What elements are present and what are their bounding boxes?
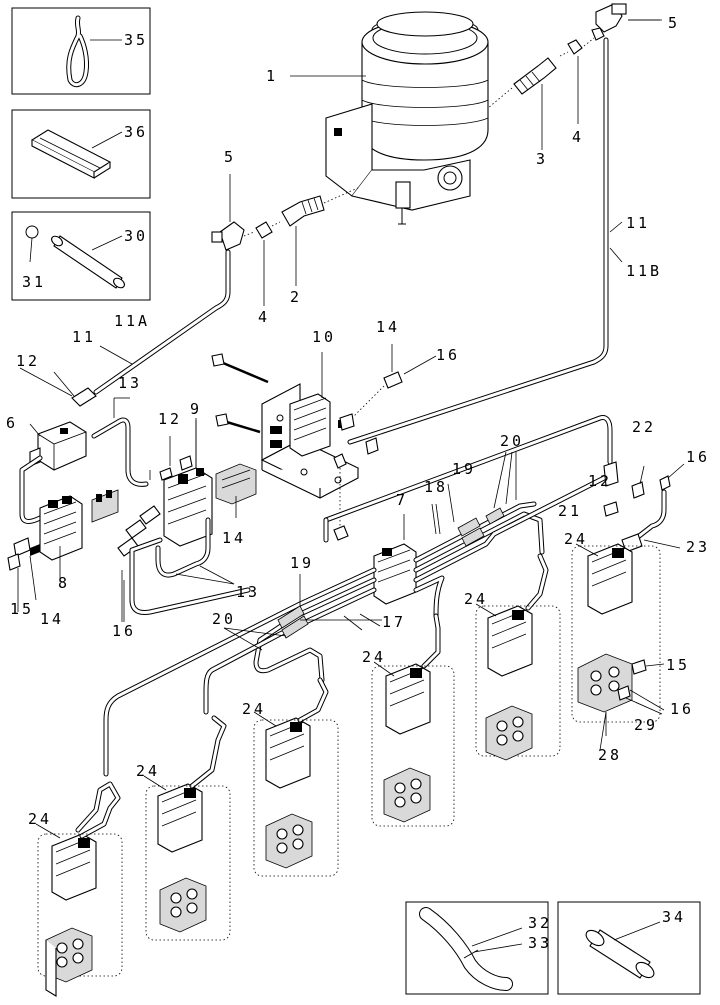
- callout-29: 29: [634, 716, 658, 734]
- callout-6: 6: [6, 414, 18, 432]
- callout-20-left: 20: [212, 610, 236, 628]
- tube-11b: [347, 37, 623, 445]
- divider-24-group-3: [253, 677, 339, 877]
- callout-2: 2: [290, 288, 302, 306]
- callout-4-upper: 4: [572, 128, 584, 146]
- fitting-3: [487, 57, 557, 150]
- inset-box-32-33: [405, 901, 549, 995]
- callout-8: 8: [58, 574, 70, 592]
- callout-24-g6: 24: [564, 530, 588, 548]
- tube-11a: [93, 249, 231, 395]
- callout-11A: 11A: [114, 312, 150, 330]
- callout-17: 17: [382, 613, 406, 631]
- callout-11-left: 11: [72, 328, 96, 346]
- callout-35: 35: [124, 31, 148, 49]
- fitting-2: [281, 186, 361, 286]
- divider-24-group-6: [571, 543, 665, 736]
- fitting-4-lower: [255, 221, 281, 306]
- callout-33: 33: [528, 934, 552, 952]
- callout-34: 34: [662, 908, 686, 926]
- callout-10: 10: [312, 328, 336, 346]
- callout-9: 9: [190, 400, 202, 418]
- inset-box-34: [557, 901, 701, 995]
- divider-block-6: [29, 421, 87, 471]
- callout-21: 21: [558, 502, 582, 520]
- callout-16-right: 16: [686, 448, 710, 466]
- callout-11-upper-right: 11: [626, 214, 650, 232]
- callout-7: 7: [396, 491, 408, 509]
- bolts-bracket: [211, 353, 379, 541]
- fittings-12-left-small: [159, 436, 193, 481]
- callout-14-top: 14: [376, 318, 400, 336]
- callout-32: 32: [528, 914, 552, 932]
- divider-24-group-2: [143, 715, 231, 941]
- callout-5-upper: 5: [668, 14, 680, 32]
- callout-14-right: 14: [222, 529, 246, 547]
- inset-box-35: [11, 7, 151, 95]
- tee-fitting-5-lower: [211, 174, 255, 251]
- callout-15-right: 15: [666, 656, 690, 674]
- tee-fitting-5-upper: [583, 3, 660, 47]
- callout-28: 28: [598, 746, 622, 764]
- callout-22: 22: [632, 418, 656, 436]
- callout-24-g5: 24: [464, 590, 488, 608]
- fitting-4-upper: [559, 39, 583, 124]
- fitting-12-left: [53, 371, 97, 407]
- callout-24-g2: 24: [136, 762, 160, 780]
- tube-13-lower: [123, 517, 251, 622]
- divider-24-group-1: [35, 781, 123, 997]
- divider-24-group-4: [371, 613, 455, 827]
- callout-23: 23: [686, 538, 710, 556]
- inset-box-30-31: [11, 211, 151, 301]
- divider-block-7: [373, 514, 417, 605]
- callout-19-right: 19: [452, 460, 476, 478]
- callout-12-right: 12: [588, 472, 612, 490]
- callout-24-g1: 24: [28, 810, 52, 828]
- callout-3: 3: [536, 150, 548, 168]
- divider-24-group-5: [475, 553, 561, 761]
- callout-11B: 11B: [626, 262, 662, 280]
- callout-18: 18: [424, 478, 448, 496]
- callout-15-left: 15: [10, 600, 34, 618]
- leader-lines: [19, 19, 662, 751]
- callout-13-lower: 13: [236, 583, 260, 601]
- inset-box-36: [11, 109, 151, 199]
- callout-16-left: 16: [112, 622, 136, 640]
- callout-31: 31: [22, 273, 46, 291]
- callout-16-top: 16: [436, 346, 460, 364]
- tube-13-left: [91, 397, 149, 487]
- callout-30: 30: [124, 227, 148, 245]
- callout-16-bottom-right: 16: [670, 700, 694, 718]
- fittings-21-22-23: [603, 461, 685, 553]
- callout-1: 1: [266, 67, 278, 85]
- callout-36: 36: [124, 123, 148, 141]
- fittings-14-middle: [117, 505, 161, 557]
- fittings-14-15-left: [7, 537, 40, 612]
- callout-4-lower: 4: [258, 308, 270, 326]
- callout-20-right: 20: [500, 432, 524, 450]
- fitting-14-16-bracket: [339, 344, 437, 431]
- callout-24-g3: 24: [242, 700, 266, 718]
- callout-24-g4: 24: [362, 648, 386, 666]
- callout-labels: 35 36 30 31 1 5 3 4 5 2 4 11 11B 11 11A …: [6, 14, 710, 952]
- tube-6-to-8: [19, 455, 43, 524]
- lube-pump-reservoir: [325, 11, 489, 225]
- callout-14-left: 14: [40, 610, 64, 628]
- tubes-17-18-19-20: [103, 415, 613, 777]
- callout-13-top: 13: [118, 374, 142, 392]
- callout-5-lower: 5: [224, 148, 236, 166]
- bracket-10: [260, 352, 360, 499]
- callout-12-middle: 12: [158, 410, 182, 428]
- divider-block-9: [163, 418, 257, 547]
- callout-12-left: 12: [16, 352, 40, 370]
- divider-block-8: [39, 489, 119, 561]
- callout-19-left: 19: [290, 554, 314, 572]
